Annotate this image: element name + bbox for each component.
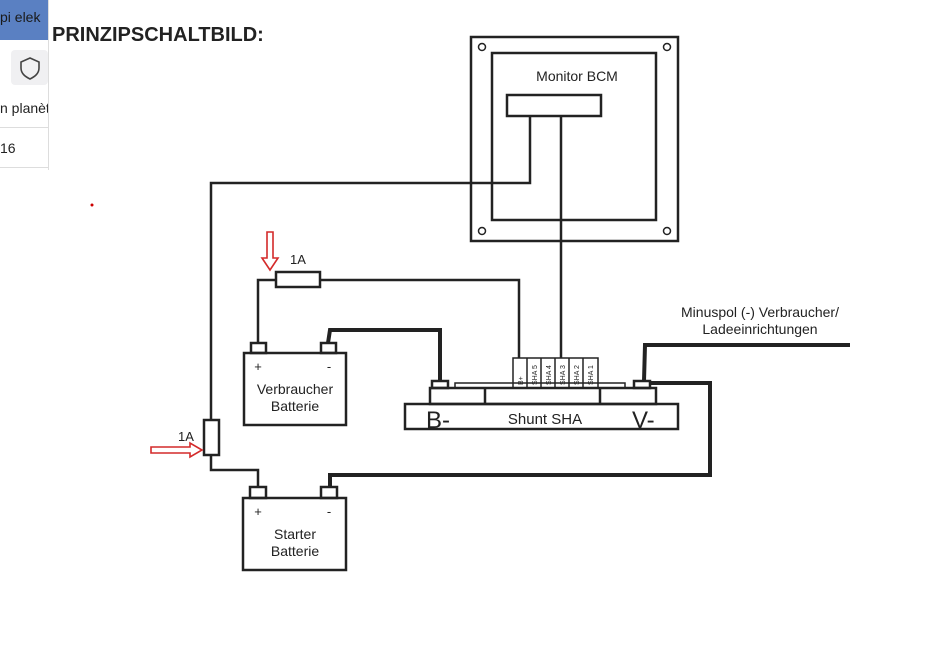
shield-icon <box>20 57 40 80</box>
fuse-left-label: 1A <box>178 429 194 444</box>
fuse-left <box>202 418 221 457</box>
minus-sign: - <box>327 504 331 519</box>
browser-tab[interactable]: pi elek <box>0 0 48 40</box>
arrow-right-icon <box>150 441 204 459</box>
screw <box>662 42 672 52</box>
arrow-down-icon <box>260 231 280 272</box>
minus-sign: - <box>327 359 331 374</box>
pin-label: SHA 1 <box>588 365 595 385</box>
plus-sign: + <box>254 359 262 374</box>
wire-consumer-plus <box>256 278 276 343</box>
page-title: PRINZIPSCHALTBILD: <box>52 24 264 46</box>
fuse-top <box>274 270 322 289</box>
pin-label: SHA 4 <box>546 365 553 385</box>
minus-label: Minuspol (-) Verbraucher/ <box>681 304 839 320</box>
shunt-label: Shunt SHA <box>508 411 582 428</box>
screw <box>662 226 672 236</box>
tab-label: pi elek <box>0 9 41 25</box>
wire-starter-minus <box>328 381 712 487</box>
pin-label: SHA 3 <box>560 365 567 385</box>
b-minus-label: B- <box>426 407 450 434</box>
fuse-top-label: 1A <box>290 252 306 267</box>
monitor-inner <box>490 51 658 222</box>
red-dot <box>90 203 94 207</box>
pin-label: SHA 2 <box>574 365 581 385</box>
minus-label: Ladeeinrichtungen <box>702 321 817 337</box>
terminal-v-minus <box>632 379 652 390</box>
pin-label: SHA 5 <box>532 365 539 385</box>
browser-sidebar: pi elek n planèt 16 <box>0 0 49 170</box>
wire-bplus <box>320 278 521 358</box>
monitor-display <box>505 93 603 118</box>
v-minus-label: V- <box>632 407 655 434</box>
terminal-b-minus <box>430 379 450 390</box>
screw <box>477 42 487 52</box>
battery-label: Starter <box>274 526 316 542</box>
plus-sign: + <box>254 504 262 519</box>
terminal <box>249 341 268 355</box>
terminal <box>319 341 338 355</box>
battery-label: Batterie <box>271 398 319 414</box>
screw <box>477 226 487 236</box>
divider <box>0 127 48 128</box>
battery-label: Verbraucher <box>257 381 334 397</box>
divider <box>0 167 48 168</box>
wire-starter-plus <box>209 455 260 487</box>
wire-monitor-supply <box>209 116 532 420</box>
monitor-label: Monitor BCM <box>536 68 618 84</box>
shield-button[interactable] <box>11 50 48 85</box>
battery-label: Batterie <box>271 543 319 559</box>
pin-label: B+ <box>518 376 525 385</box>
sidebar-text: 16 <box>0 140 16 156</box>
wire-load-minus <box>642 343 850 382</box>
consumer-battery <box>242 351 348 427</box>
terminal <box>248 485 268 500</box>
shunt-body <box>428 386 658 406</box>
terminal <box>319 485 339 500</box>
monitor-frame <box>469 35 680 243</box>
sidebar-text: n planèt <box>0 100 48 116</box>
starter-battery <box>241 496 348 572</box>
wire-consumer-minus <box>326 328 442 381</box>
